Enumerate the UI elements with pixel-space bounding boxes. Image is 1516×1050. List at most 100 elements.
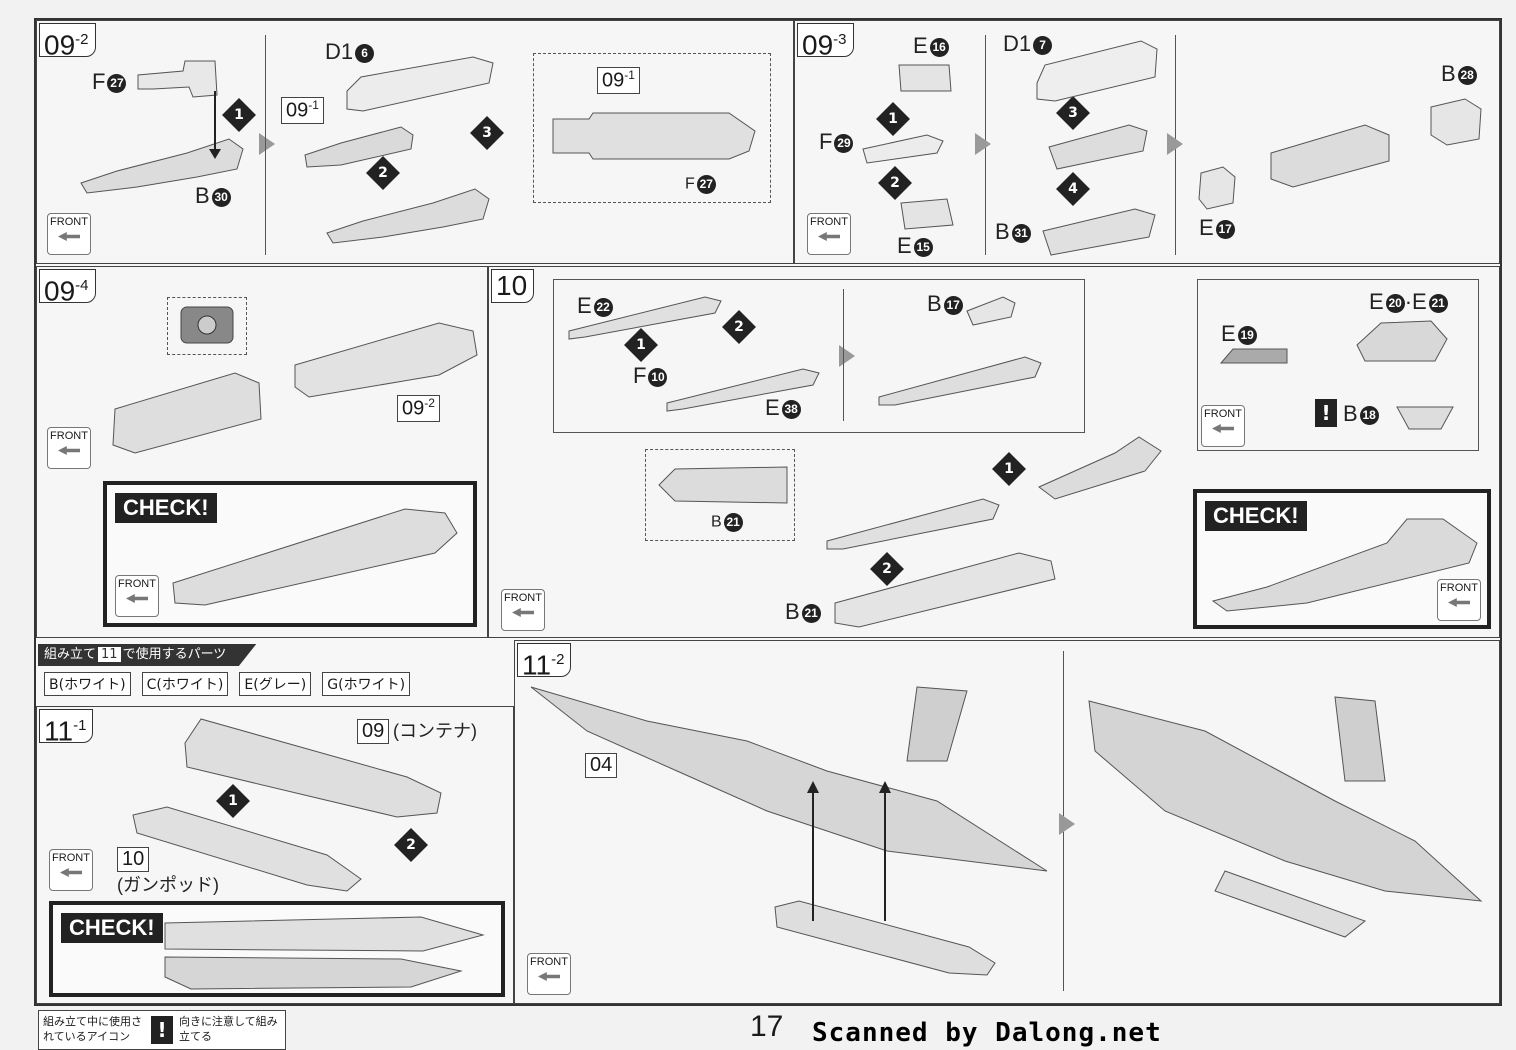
check-assembled-drawing: [164, 916, 485, 990]
parts-used-items: B(ホワイト) C(ホワイト) E(グレー) G(ホワイト): [44, 672, 416, 696]
parts-item-c: C(ホワイト): [141, 672, 229, 696]
sequence-marker-1b: 1: [992, 452, 1026, 486]
part-b17-assembled-drawing: [878, 356, 1042, 406]
sequence-marker-3: 3: [470, 116, 504, 150]
assembly-arrow: [209, 91, 221, 159]
icon-legend-right: 向きに注意して組み立てる: [179, 1015, 278, 1043]
inset-ref-09-1: 09-1: [597, 67, 640, 94]
front-orientation-icon: FRONT: [49, 849, 93, 891]
aircraft-assembled-drawing: [1088, 696, 1483, 938]
next-step-triangle: [259, 133, 275, 155]
part-b21-lower-drawing: [834, 552, 1056, 628]
part-f29-drawing: [862, 134, 944, 164]
check-label: CHECK!: [1205, 501, 1307, 531]
front-orientation-icon: FRONT: [527, 953, 571, 995]
check-label: CHECK!: [115, 493, 217, 523]
gunpod-drawing: [132, 806, 362, 892]
part-e15-drawing: [900, 198, 954, 230]
part-b28-drawing: [1430, 98, 1482, 146]
sequence-marker-2: 2: [722, 310, 756, 344]
front-orientation-icon: FRONT: [115, 575, 159, 617]
step-label: 10: [491, 269, 535, 303]
ref-box-09-2: 09-2: [397, 395, 440, 422]
part-d17-drawing: [1036, 40, 1158, 102]
part-e16-drawing: [898, 64, 952, 92]
gunpod-upper-drawing: [826, 498, 1000, 550]
sequence-marker-2: 2: [394, 828, 428, 862]
container-drawing: [184, 718, 442, 818]
part-mid-drawing: [1048, 124, 1148, 170]
front-orientation-icon: FRONT: [1201, 405, 1245, 447]
check-assembled-drawing: [172, 508, 458, 606]
inset-detail-box: [167, 297, 247, 355]
step-label: 11-2: [517, 643, 572, 680]
parts-item-b: B(ホワイト): [44, 672, 131, 696]
part-b31-drawing: [1042, 208, 1156, 256]
part-e20-drawing: [1356, 320, 1448, 362]
inset-detail-drawing: [180, 306, 234, 344]
check-box: CHECK!: [49, 901, 505, 997]
next-step-triangle: [975, 133, 991, 155]
part-e19-drawing: [1219, 348, 1288, 364]
parts-item-e: E(グレー): [239, 672, 312, 696]
ref-box-09-1: 09-1: [281, 97, 324, 124]
ref-box-10: 10: [117, 847, 150, 872]
container-drawing: [1270, 124, 1390, 188]
ref-box-09: 09: [357, 719, 390, 744]
step-label: 09-3: [797, 23, 854, 60]
front-orientation-icon: FRONT: [47, 213, 91, 255]
part-d16-drawing: [346, 56, 494, 112]
next-step-triangle: [839, 345, 855, 367]
step-label: 09-4: [39, 269, 96, 306]
part-e17-drawing: [1198, 166, 1236, 210]
inset-b21-drawing: [658, 466, 788, 504]
inset-detail-box: [533, 53, 771, 203]
panel-step-11-2: 11-2 04 FRONT: [514, 640, 1500, 1004]
nose-part-drawing: [294, 322, 478, 398]
part-b18-drawing: [1396, 406, 1454, 430]
scanner-watermark: Scanned by Dalong.net: [812, 1018, 1162, 1048]
front-orientation-icon: FRONT: [47, 427, 91, 469]
front-orientation-icon: FRONT: [1437, 579, 1481, 621]
part-b30-drawing: [80, 138, 244, 194]
check-box: CHECK! FRONT: [103, 481, 477, 627]
part-f27-drawing: [137, 60, 218, 98]
inset-part-drawing: [552, 112, 756, 160]
check-box: CHECK! FRONT: [1193, 489, 1491, 629]
aircraft-fighter-drawing: [530, 686, 1048, 872]
warning-icon: !: [1315, 399, 1337, 427]
part-b17-drawing: [966, 296, 1016, 326]
sequence-marker-1: 1: [222, 98, 256, 132]
gunpod-note: (ガンポッド): [117, 875, 219, 895]
ref-box-04: 04: [585, 753, 618, 778]
front-orientation-icon: FRONT: [501, 589, 545, 631]
panel-step-11-1: 11-1 09 (コンテナ) 1 2 10 (ガンポッド) FRONT CHEC…: [36, 706, 514, 1004]
part-e38-drawing: [666, 368, 820, 412]
check-label: CHECK!: [61, 913, 163, 943]
inset-detail-box: [645, 449, 795, 541]
attach-arrows: [807, 781, 891, 921]
part-09-1-drawing: [304, 126, 414, 168]
check-assembled-drawing: [1211, 518, 1478, 612]
